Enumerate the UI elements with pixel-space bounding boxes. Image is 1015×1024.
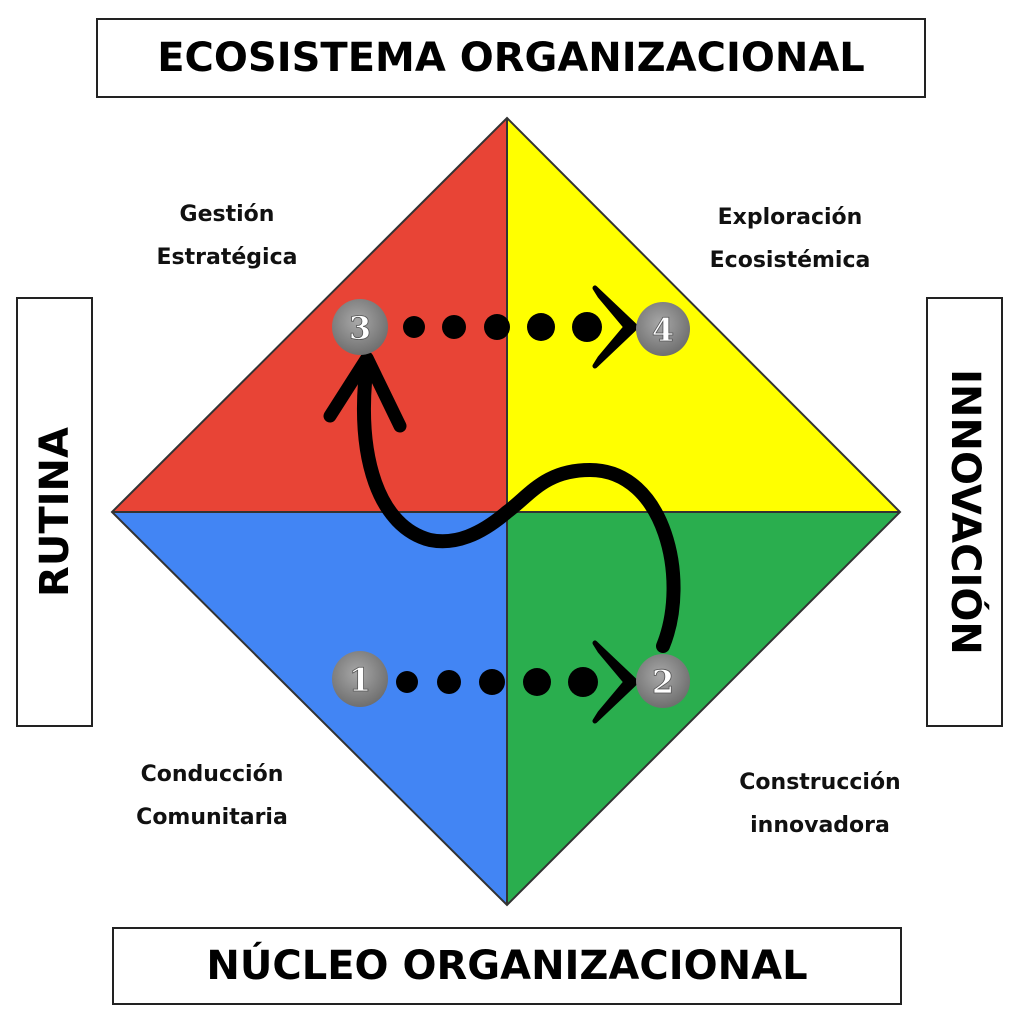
label-line: Conducción bbox=[140, 762, 284, 787]
step-number-4: 4 bbox=[652, 311, 674, 349]
label-line: Gestión bbox=[179, 202, 275, 227]
label-line: Ecosistémica bbox=[709, 248, 871, 273]
title-top-box: ECOSISTEMA ORGANIZACIONAL bbox=[96, 18, 926, 98]
label-line: Comunitaria bbox=[136, 805, 288, 830]
step-circle-2: 2 bbox=[636, 654, 690, 708]
title-left-box: RUTINA bbox=[16, 297, 93, 727]
step-circle-4: 4 bbox=[636, 302, 690, 356]
dotted-arrow-1-to-2 bbox=[396, 640, 639, 724]
title-bottom-box: NÚCLEO ORGANIZACIONAL bbox=[112, 927, 902, 1005]
step-number-2: 2 bbox=[652, 663, 674, 701]
label-line: Estratégica bbox=[156, 245, 298, 270]
dotted-arrow-3-to-4 bbox=[403, 285, 639, 369]
title-ecosistema: ECOSISTEMA ORGANIZACIONAL bbox=[157, 35, 865, 81]
label-gestion-estrategica: Gestión Estratégica bbox=[157, 193, 298, 279]
title-right-box: INNOVACIÓN bbox=[926, 297, 1003, 727]
step-circle-1: 1 bbox=[332, 651, 388, 707]
step-number-1: 1 bbox=[349, 661, 371, 699]
step-number-3: 3 bbox=[349, 309, 371, 347]
label-line: Construcción bbox=[739, 770, 901, 795]
label-exploracion-ecosistemica: Exploración Ecosistémica bbox=[710, 196, 871, 282]
title-nucleo: NÚCLEO ORGANIZACIONAL bbox=[206, 943, 808, 989]
label-construccion-innovadora: Construcción innovadora bbox=[739, 761, 900, 847]
label-line: Exploración bbox=[717, 205, 863, 230]
curved-arrow-2-to-3 bbox=[323, 351, 681, 653]
label-conduccion-comunitaria: Conducción Comunitaria bbox=[136, 753, 288, 839]
step-circle-3: 3 bbox=[332, 299, 388, 355]
label-line: innovadora bbox=[750, 813, 890, 838]
